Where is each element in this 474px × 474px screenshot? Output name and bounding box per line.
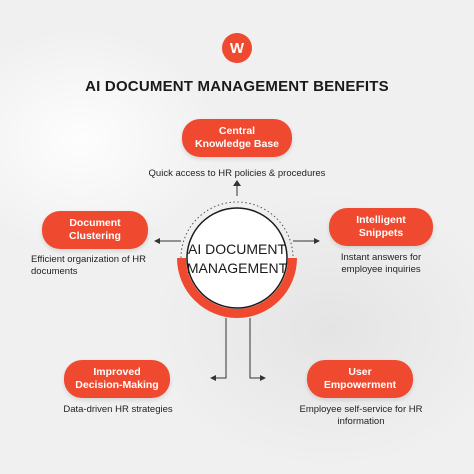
arrow-left xyxy=(154,238,160,244)
brand-logo-icon: W xyxy=(222,33,252,63)
arrow-bottom-right xyxy=(260,375,266,381)
benefit-description: Data-driven HR strategies xyxy=(63,404,173,415)
benefit-description: Instant answers for employee inquiries xyxy=(340,252,422,275)
benefit-description: Efficient organization of HR documents xyxy=(31,254,146,277)
benefit-document-clustering: Document Clustering xyxy=(42,211,148,249)
page-title: AI DOCUMENT MANAGEMENT BENEFITS xyxy=(85,78,389,95)
benefit-central-knowledge-base: Central Knowledge Base xyxy=(182,119,292,157)
benefit-description: Quick access to HR policies & procedures xyxy=(148,168,326,179)
center-label: AI DOCUMENT MANAGEMENT xyxy=(186,241,288,276)
center-circle xyxy=(186,207,288,309)
benefit-intelligent-snippets: Intelligent Snippets xyxy=(329,208,433,246)
arrow-top xyxy=(233,180,241,186)
benefit-description: Employee self-service for HR information xyxy=(299,404,423,427)
arrow-bottom-left xyxy=(210,375,216,381)
connector-bottom-left xyxy=(214,318,227,379)
arrow-right xyxy=(314,238,320,244)
benefit-improved-decision-making: Improved Decision-Making xyxy=(64,360,170,398)
red-arc xyxy=(177,258,297,318)
benefit-user-empowerment: User Empowerment xyxy=(307,360,413,398)
connector-bottom-right xyxy=(249,318,262,379)
